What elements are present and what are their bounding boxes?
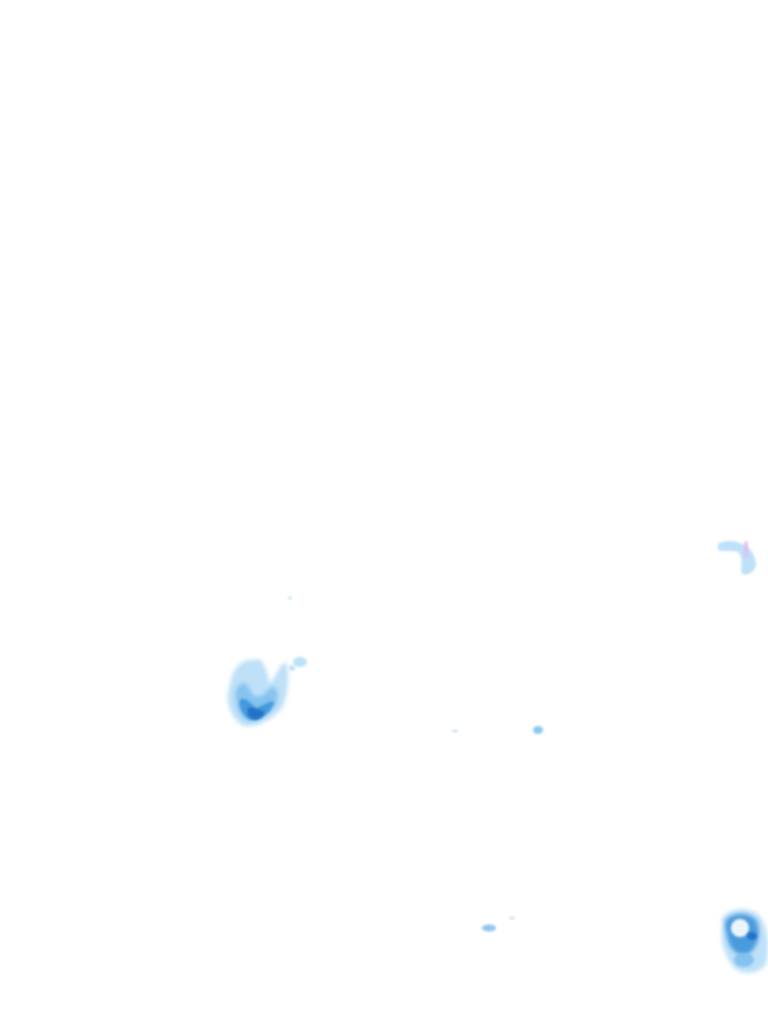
precip-cell-east [718, 541, 756, 575]
precip-cell-southeast [721, 909, 768, 973]
precip-cell-west [227, 596, 307, 727]
precip-specks-center [452, 726, 543, 932]
